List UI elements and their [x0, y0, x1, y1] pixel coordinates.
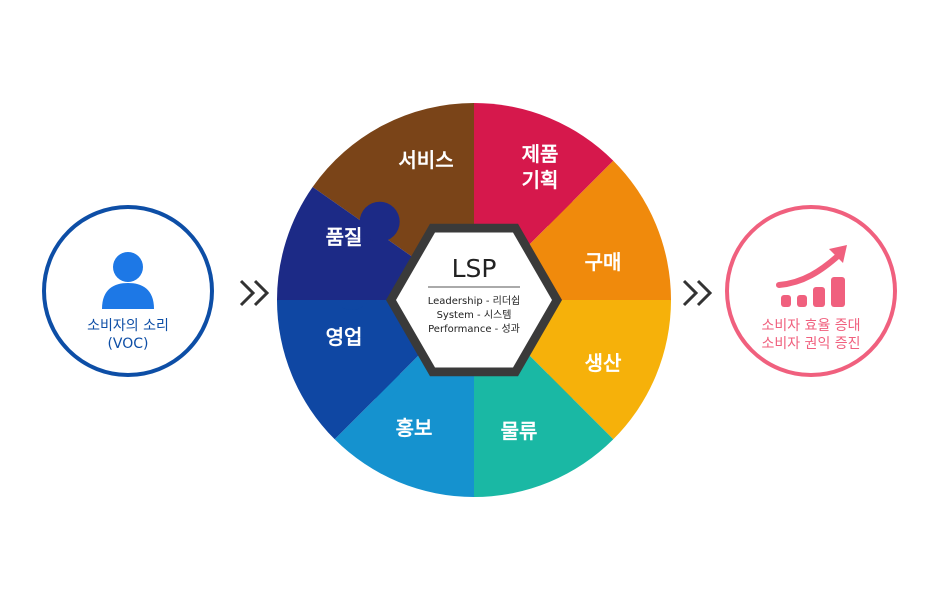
- segment-label: 물류: [501, 419, 538, 443]
- voc-label-line2: (VOC): [107, 336, 149, 352]
- segment-label: 서비스: [398, 148, 453, 172]
- segment-label: 홍보: [396, 416, 433, 440]
- lsp-line-leadership: Leadership - 리더쉽: [428, 295, 521, 307]
- puzzle-knob: [359, 201, 400, 242]
- lsp-line-system: System - 시스템: [437, 309, 512, 321]
- result-label-line1: 소비자 효율 증대: [761, 318, 861, 334]
- segment-label: 생산: [585, 351, 622, 375]
- chevron-double-right-icon: [239, 279, 270, 307]
- result-label: 소비자 효율 증대 소비자 권익 증진: [729, 317, 893, 353]
- lsp-hexagon: LSP Leadership - 리더쉽 System - 시스템 Perfor…: [386, 223, 562, 377]
- chevron-double-right-icon: [682, 279, 713, 307]
- person-icon: [102, 252, 154, 309]
- growth-chart-icon: [776, 245, 847, 307]
- voc-label: 소비자의 소리 (VOC): [46, 317, 210, 353]
- lsp-line-performance: Performance - 성과: [428, 323, 520, 335]
- segment-label: 구매: [585, 250, 622, 274]
- result-label-line2: 소비자 권익 증진: [761, 336, 861, 352]
- segment-label: 품질: [326, 225, 363, 249]
- lsp-title: LSP: [452, 254, 497, 283]
- voc-circle: 소비자의 소리 (VOC): [42, 205, 214, 377]
- segment-label: 영업: [326, 325, 363, 349]
- result-circle: 소비자 효율 증대 소비자 권익 증진: [725, 205, 897, 377]
- voc-label-line1: 소비자의 소리: [87, 318, 169, 334]
